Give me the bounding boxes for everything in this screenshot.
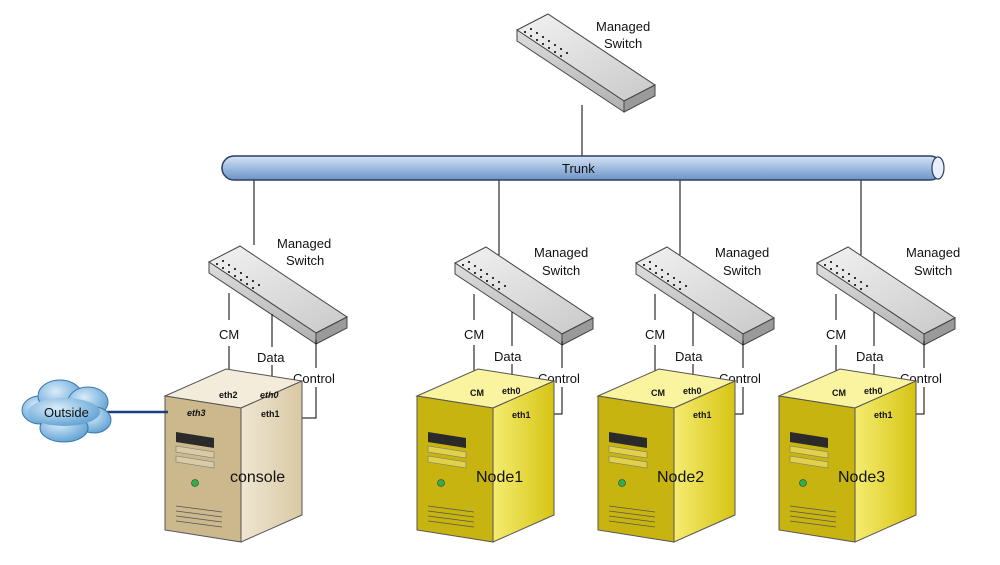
node1-server: Node1 — [415, 368, 556, 543]
node1-switch-label-line2: Switch — [542, 263, 580, 278]
node1-port-cm: CM — [470, 388, 484, 398]
console-port-eth3: eth3 — [187, 408, 206, 418]
node2-cm-link-label: CM — [645, 327, 665, 342]
node2-managed-switch: Managed Switch — [635, 245, 775, 346]
group-node2: Managed Switch CM Data Control Node2 CM … — [596, 245, 775, 543]
node2-server: Node2 — [596, 368, 737, 543]
group-node1: Managed Switch CM Data Control Node1 CM … — [415, 245, 594, 543]
console-data-link-label: Data — [257, 350, 285, 365]
node2-switch-label-line1: Managed — [715, 245, 769, 260]
outside-cloud: Outside — [21, 379, 112, 443]
node1-port-eth1: eth1 — [512, 410, 531, 420]
console-port-eth2: eth2 — [219, 390, 238, 400]
console-switch-label-line2: Switch — [286, 253, 324, 268]
node3-port-eth1: eth1 — [874, 410, 893, 420]
node2-data-link-label: Data — [675, 349, 703, 364]
node1-cm-link-label: CM — [464, 327, 484, 342]
outside-cloud-label: Outside — [44, 405, 89, 420]
node2-port-eth0: eth0 — [683, 386, 702, 396]
node3-data-link-label: Data — [856, 349, 884, 364]
node2-port-cm: CM — [651, 388, 665, 398]
node2-server-name: Node2 — [657, 469, 704, 486]
node3-switch-label-line2: Switch — [914, 263, 952, 278]
group-node3: Managed Switch CM Data Control Node3 CM … — [777, 245, 960, 543]
top-switch-label-line2: Switch — [604, 36, 642, 51]
node2-switch-label-line2: Switch — [723, 263, 761, 278]
node3-switch-label-line1: Managed — [906, 245, 960, 260]
console-server: console — [163, 368, 304, 543]
node3-server: Node3 — [777, 368, 918, 543]
node3-control-link-lower — [913, 387, 925, 415]
node1-port-eth0: eth0 — [502, 386, 521, 396]
node1-switch-label-line1: Managed — [534, 245, 588, 260]
node3-port-cm: CM — [832, 388, 846, 398]
top-managed-switch: Managed Switch — [516, 13, 656, 113]
node1-managed-switch: Managed Switch — [454, 245, 594, 346]
console-managed-switch: Managed Switch — [208, 236, 348, 345]
node1-data-link-label: Data — [494, 349, 522, 364]
node1-control-link-lower — [551, 387, 563, 415]
node3-cm-link-label: CM — [826, 327, 846, 342]
console-switch-label-line1: Managed — [277, 236, 331, 251]
console-control-link-lower — [301, 387, 317, 419]
node1-server-name: Node1 — [476, 469, 523, 486]
group-console: Managed Switch CM Data Control console e… — [163, 236, 348, 543]
top-switch-label-line1: Managed — [596, 19, 650, 34]
console-control-link-label: Control — [293, 371, 335, 386]
node3-port-eth0: eth0 — [864, 386, 883, 396]
console-port-eth0: eth0 — [260, 390, 279, 400]
trunk-label: Trunk — [562, 161, 595, 176]
node2-control-link-lower — [732, 387, 744, 415]
trunk-pipe: Trunk — [221, 155, 945, 181]
console-server-name: console — [230, 469, 285, 486]
node2-port-eth1: eth1 — [693, 410, 712, 420]
console-port-eth1: eth1 — [261, 409, 280, 419]
node3-server-name: Node3 — [838, 469, 885, 486]
console-cm-link-label: CM — [219, 327, 239, 342]
